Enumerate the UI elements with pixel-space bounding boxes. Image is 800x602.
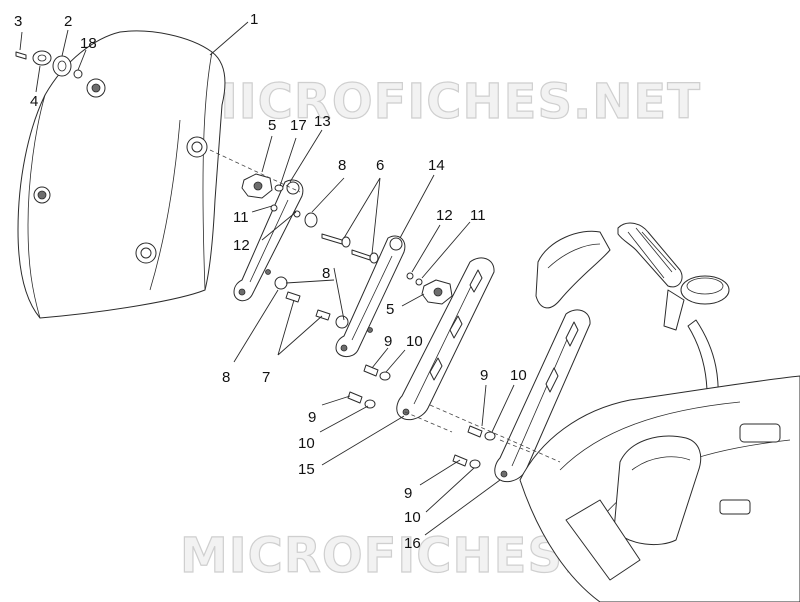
callout-5-left: 5 <box>268 117 276 134</box>
windshield-part <box>17 30 226 319</box>
assembly-axes <box>209 149 561 463</box>
callout-6: 6 <box>376 157 384 174</box>
callout-17: 17 <box>290 117 307 134</box>
callout-15: 15 <box>298 461 315 478</box>
leader-lines <box>19 21 515 536</box>
callout-labels: 1 2 3 4 18 5 17 13 8 6 14 11 12 12 11 8 … <box>14 11 527 552</box>
callout-4: 4 <box>30 93 38 110</box>
front-assembly <box>519 222 800 602</box>
callout-10-b: 10 <box>298 435 315 452</box>
knob-left <box>241 173 301 218</box>
windshield-support-left <box>396 257 495 421</box>
bolts-7 <box>285 291 331 321</box>
knob-right <box>406 272 453 305</box>
bracket-right <box>335 235 406 357</box>
callout-7: 7 <box>262 369 270 386</box>
callout-11-left: 11 <box>233 209 249 226</box>
windshield-support-right <box>494 309 591 483</box>
callout-18: 18 <box>80 35 97 52</box>
screws-support-16 <box>452 425 496 469</box>
callout-3: 3 <box>14 13 22 30</box>
callout-9-b: 9 <box>308 409 316 426</box>
bracket-left <box>233 179 304 302</box>
callout-16: 16 <box>404 535 421 552</box>
callout-12-right: 12 <box>436 207 453 224</box>
callout-5-right: 5 <box>386 301 394 318</box>
screws-support-15 <box>347 364 391 409</box>
callout-12-left: 12 <box>233 237 250 254</box>
callout-10-e: 10 <box>404 509 421 526</box>
callout-1: 1 <box>250 11 258 28</box>
bolts-6 <box>321 233 379 264</box>
callout-8-top: 8 <box>338 157 346 174</box>
callout-8-mid: 8 <box>322 265 330 282</box>
windshield-hardware <box>15 50 83 79</box>
callout-11-right: 11 <box>470 207 486 224</box>
callout-8-bottom: 8 <box>222 369 230 386</box>
callout-9-a: 9 <box>384 333 392 350</box>
callout-13: 13 <box>314 113 331 130</box>
bushings-8 <box>274 212 349 329</box>
callout-2: 2 <box>64 13 72 30</box>
callout-9-c: 9 <box>480 367 488 384</box>
callout-14: 14 <box>428 157 445 174</box>
watermark-top: MICROFICHES.NET <box>190 74 701 130</box>
callout-9-d: 9 <box>404 485 412 502</box>
callout-10-a: 10 <box>406 333 423 350</box>
callout-10-c: 10 <box>510 367 527 384</box>
